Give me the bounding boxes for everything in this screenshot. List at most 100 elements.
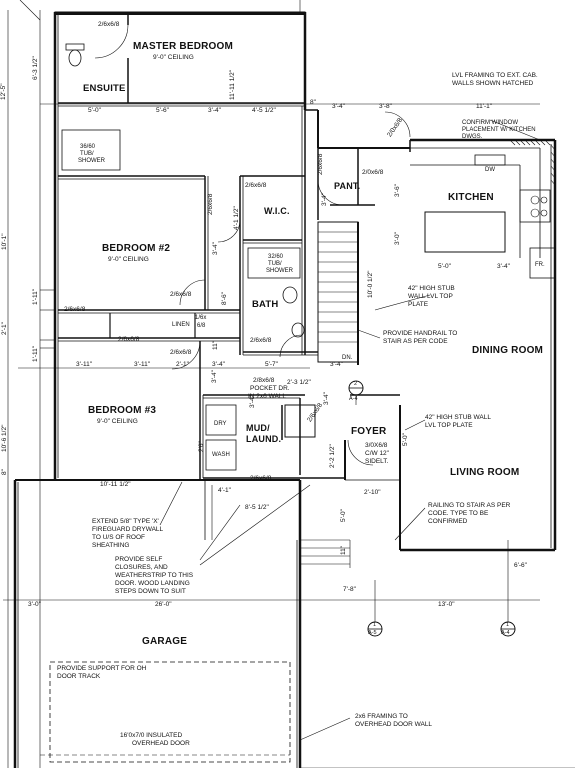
note-railing: RAILING TO STAIR AS PER CODE. TYPE TO BE… [428,502,511,525]
washer-label: WASH [212,452,230,458]
dimension: 11" [340,545,347,555]
room-label-bedroom-2: BEDROOM #2 [102,243,171,254]
room-label-bath: BATH [252,299,279,310]
dimension: 2'-3 1/2" [287,379,311,386]
dimension: 10'-1" [1,233,8,250]
dimension: 2'-1" [176,361,189,368]
dimension: 3'-4" [249,395,256,408]
dimension: 5'-7" [265,361,278,368]
note-handrail: PROVIDE HANDRAIL TO STAIR AS PER CODE [383,330,458,345]
tub2-label-3: SHOWER [266,268,293,274]
dimension: 10'-11 1/2" [100,481,131,488]
dimension: 3'-0" [394,232,401,245]
dimension: 3'-4" [208,107,221,114]
note-window: CONFIRM WINDOW PLACEMENT W/ KITCHEN DWGS… [462,120,536,140]
dimension: 8'-6" [221,292,228,305]
dishwasher-label: DW [485,167,495,173]
room-label-dining: DINING ROOM [472,345,544,356]
note-2x6-framing: 2x6 FRAMING TO OVERHEAD DOOR WALL [355,713,433,728]
ceiling-label-master: 9'-0" CEILING [153,54,194,61]
section-marker-ref: A-5 [368,630,377,636]
room-label-mud-1: MUD/ [246,423,270,433]
dimension: 11'-1" [476,103,493,110]
note-lvl-framing: LVL FRAMING TO EXT. CAB. WALLS SHOWN HAT… [452,72,538,87]
dimension: 4'-5 1/2" [252,107,276,114]
dimension: 5'-0" [88,107,101,114]
fridge-label: FR. [535,262,545,268]
door-label: 2/6x6/8 [118,336,140,343]
note-self-closure: PROVIDE SELF CLOSURES, AND WEATHERSTRIP … [115,556,194,595]
dimension: 5'-6" [156,107,169,114]
room-label-ensuite: ENSUITE [83,83,126,94]
dimension: 5'-0" [340,509,347,522]
dimension: 5'-0" [402,433,409,446]
dimension: 4'-1" [218,487,231,494]
room-label-garage: GARAGE [142,636,188,647]
room-label-living: LIVING ROOM [450,467,520,478]
dimension: 1'-11" [32,288,39,305]
note-fireguard: EXTEND 5/8" TYPE 'X' FIREGUARD DRYWALL T… [92,518,163,549]
dimension: 3'-4" [212,361,225,368]
dimension: 1'-11" [32,345,39,362]
section-marker-ref: A-4 [501,630,510,636]
dimension: 2'-10" [364,489,381,496]
room-label-linen: LINEN [172,322,190,328]
dimension: 3'-8" [379,103,392,110]
room-label-pantry: PANT. [334,181,361,191]
dimension: 2'6" [198,441,205,452]
room-label-master-bedroom: MASTER BEDROOM [133,41,234,52]
dimension: 2'-1" [1,322,8,335]
dimension: 8" [310,99,316,106]
dimension: 3'-6" [394,184,401,197]
door-label-linen: 1/6x [195,315,207,321]
ceiling-label-bedroom-3: 9'-0" CEILING [97,418,138,425]
door-label: 2/6x6/8 [250,337,272,344]
note-stub-wall-1: 42" HIGH STUB WALL LVL TOP PLATE [408,285,455,308]
note-oh-support: PROVIDE SUPPORT FOR OH DOOR TRACK [57,665,147,680]
pocket-door-label-1: 2/8x6/8 [253,377,275,384]
front-door-label-3: SIDELT. [365,458,389,465]
dimension: 5'-0" [438,263,451,270]
dimension: 11'-11 1/2" [229,69,236,100]
pocket-door-label-2: POCKET DR. [250,385,290,392]
dimension: 10'-0 1/2" [367,270,374,298]
door-label: 2/6x6/8 [317,153,324,175]
dimension: 7'-8" [343,586,356,593]
note-stub-wall-2: 42" HIGH STUB WALL LVL TOP PLATE [425,414,491,429]
door-label: 2/6x6/8 [64,306,86,313]
room-label-foyer: FOYER [351,426,387,437]
section-marker-ref: A-4 [349,396,358,402]
garage-door-label-1: 16'0x7/0 INSULATED [120,732,183,739]
dimension: 3'-4" [211,370,218,383]
door-label: 2/6x6/8 [98,21,120,28]
room-label-mud-2: LAUND. [246,434,282,444]
dimension: 13'-0" [438,601,455,608]
section-marker-num: 2 [354,381,358,387]
pocket-door-label-3: IN 2x6 WALL [248,393,287,400]
dimension: 3'-4" [323,392,330,405]
dimension: 10'-6 1/2" [1,424,8,452]
room-label-bedroom-3: BEDROOM #3 [88,405,157,416]
dimension: 6'-3 1/2" [32,56,39,80]
stair-dn-label: DN. [342,355,353,361]
door-label: 2/0x6/8 [362,169,384,176]
dimension: 3'-4" [332,103,345,110]
dimension: 3'-4" [497,263,510,270]
dimension: 11" [212,340,219,350]
dimension: 4'-1 1/2" [233,206,240,230]
dryer-label: DRY [214,421,227,427]
dimension: 12'-5" [0,83,7,100]
ceiling-label-bedroom-2: 9'-0" CEILING [108,256,149,263]
dimension: 8'-5 1/2" [245,504,269,511]
tub-label-3: SHOWER [78,158,105,164]
dimension: 6'-6" [514,562,527,569]
section-marker-num: 1 [373,622,377,628]
door-label: 2/6x6/8 [207,193,214,215]
dimension: 3'-4" [321,193,328,206]
dimension: 3'-4" [212,242,219,255]
dimension: 3'-4" [330,361,343,368]
dimension: 3'-11" [134,361,151,368]
door-label: 2/6x6/8 [170,349,192,356]
tub-label-2: TUB/ [80,151,94,157]
